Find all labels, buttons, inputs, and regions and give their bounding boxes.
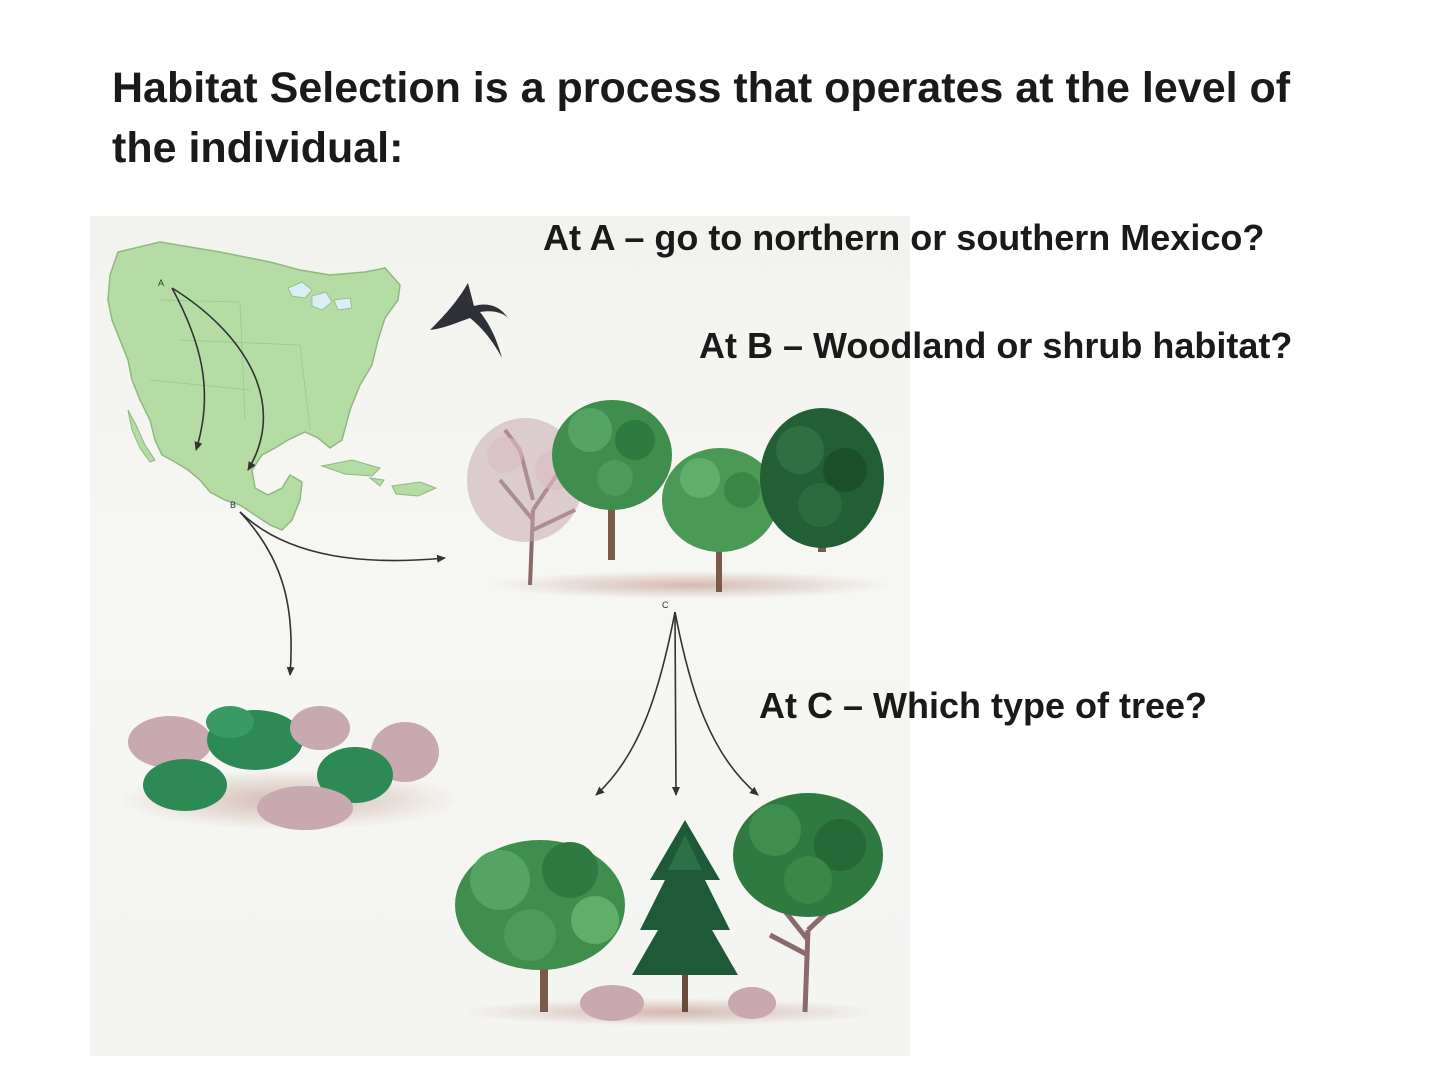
question-b: At B – Woodland or shrub habitat? <box>699 325 1293 366</box>
oak-tree-icon <box>760 408 884 552</box>
question-c: At C – Which type of tree? <box>759 685 1208 726</box>
conifer-tree-icon <box>632 820 738 1012</box>
question-a: At A – go to northern or southern Mexico… <box>543 217 1265 258</box>
tree-types <box>455 793 883 1026</box>
map-label-a: A <box>158 278 164 288</box>
arrow-c-conifer <box>671 611 680 796</box>
oak-tree-icon <box>733 793 883 1013</box>
arrow-b-woodland <box>239 511 446 563</box>
deciduous-tree-icon <box>662 448 778 592</box>
deciduous-tree-icon <box>455 840 625 1012</box>
slide-title: Habitat Selection is a process that oper… <box>112 64 1291 172</box>
arrow-a-south-mexico <box>171 287 265 471</box>
woodland-trees <box>467 400 890 599</box>
north-america-map <box>107 241 438 531</box>
arrow-c-deciduous <box>595 611 676 796</box>
deciduous-tree-icon <box>552 400 672 560</box>
arrow-a-north-mexico <box>171 287 206 451</box>
map-label-c: C <box>662 600 669 610</box>
arrow-c-oak <box>674 611 759 796</box>
map-label-b: B <box>230 500 236 510</box>
bird-icon <box>430 283 508 358</box>
shrub-habitat <box>120 706 460 830</box>
arrow-b-shrub <box>239 511 295 676</box>
